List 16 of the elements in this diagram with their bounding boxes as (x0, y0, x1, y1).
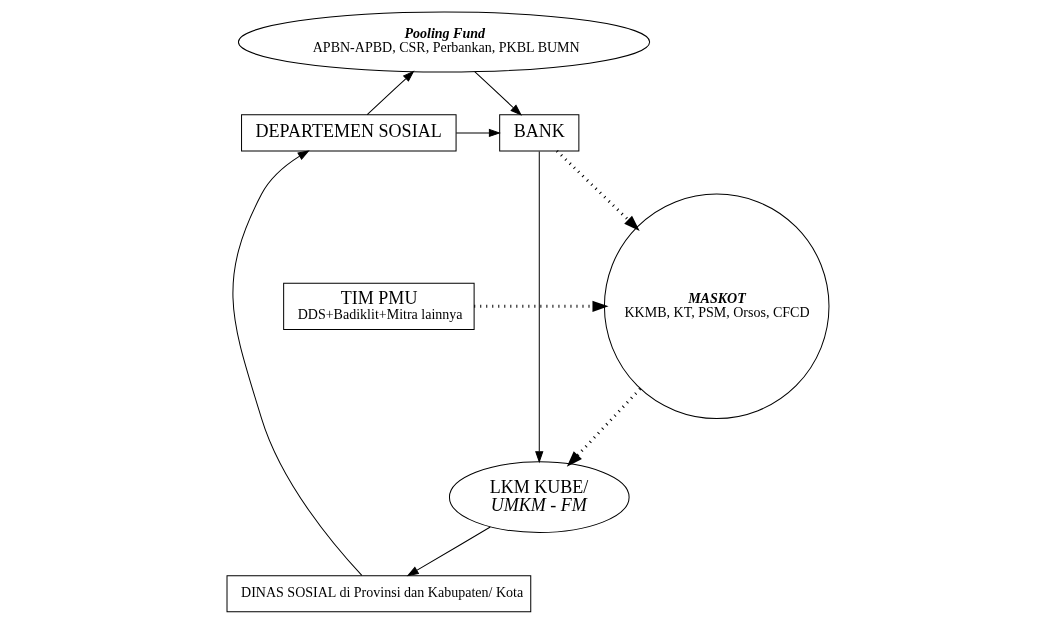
arrow (455, 128, 500, 137)
arrow (535, 150, 544, 463)
arrow (366, 71, 414, 116)
arrow (407, 526, 491, 577)
arrow (232, 150, 363, 576)
node-box: BANK (499, 114, 580, 152)
node-box: DINAS SOSIAL di Provinsi dan Kabupaten/ Kota (226, 575, 532, 613)
node-ellipse: LKM KUBE/ UMKM - FM (448, 461, 630, 533)
node-box: DEPARTEMEN SOSIAL (241, 114, 457, 152)
arrow (566, 387, 642, 467)
node-ellipse: Pooling Fund APBN-APBD, CSR, Perbankan, PKBL BUMN (237, 11, 651, 73)
arrow (474, 71, 522, 116)
arrow (474, 300, 609, 312)
node-circle: MASKOT KKMB, KT, PSM, Orsos, CFCD (603, 193, 830, 420)
arrow (555, 149, 640, 231)
node-box: TIM PMU DDS+Badiklit+Mitra lainnya (283, 282, 475, 330)
